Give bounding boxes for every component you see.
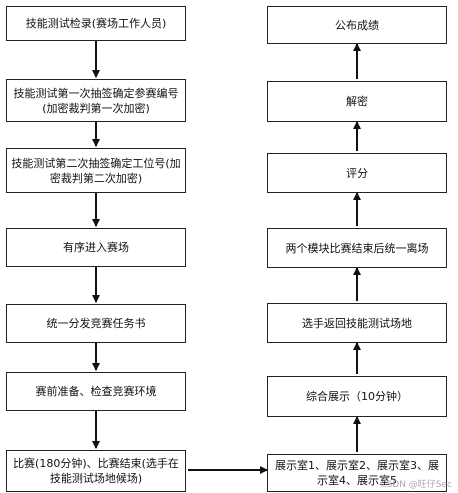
step-return-venue: 选手返回技能测试场地 [267, 303, 447, 343]
step-return-venue-label: 选手返回技能测试场地 [302, 316, 412, 330]
step-checkin: 技能测试检录(赛场工作人员) [6, 6, 186, 41]
step-second-draw: 技能测试第二次抽签确定工位号(加密裁判第二次加密) [6, 148, 186, 193]
step-decrypt-label: 解密 [346, 95, 368, 108]
step-publish-results: 公布成绩 [267, 6, 447, 44]
step-prepare-check-label: 赛前准备、检查竞赛环境 [35, 385, 157, 398]
step-second-draw-label: 技能测试第二次抽签确定工位号(加密裁判第二次加密) [11, 156, 181, 185]
step-scoring: 评分 [267, 153, 447, 193]
watermark: CSDN @旺仔Sec [380, 480, 452, 490]
step-enter-venue-label: 有序进入赛场 [63, 241, 129, 254]
step-decrypt: 解密 [267, 81, 447, 122]
step-scoring-label: 评分 [346, 166, 368, 180]
step-leave-venue: 两个模块比赛结束后统一离场 [267, 228, 447, 268]
step-competition-label: 比赛(180分钟)、比赛结束(选手在技能测试场地候场) [13, 457, 179, 485]
step-first-draw-label: 技能测试第一次抽签确定参赛编号(加密裁判第一次加密) [13, 86, 179, 115]
step-prepare-check: 赛前准备、检查竞赛环境 [6, 372, 186, 411]
step-presentation-label: 综合展示（10分钟） [306, 390, 408, 403]
step-distribute-tasks-label: 统一分发竞赛任务书 [46, 317, 146, 330]
step-presentation: 综合展示（10分钟） [267, 376, 447, 417]
step-competition: 比赛(180分钟)、比赛结束(选手在技能测试场地候场) [6, 450, 186, 492]
step-enter-venue: 有序进入赛场 [6, 228, 186, 267]
step-publish-results-label: 公布成绩 [335, 18, 379, 32]
step-first-draw: 技能测试第一次抽签确定参赛编号(加密裁判第一次加密) [6, 79, 186, 122]
step-leave-venue-label: 两个模块比赛结束后统一离场 [285, 241, 429, 255]
step-showrooms-label: 展示室1、展示室2、展示室3、展示室4、展示室5 [275, 459, 439, 487]
step-checkin-label: 技能测试检录(赛场工作人员) [25, 17, 167, 30]
step-showrooms: 展示室1、展示室2、展示室3、展示室4、展示室5 [267, 454, 447, 492]
step-distribute-tasks: 统一分发竞赛任务书 [6, 304, 186, 343]
